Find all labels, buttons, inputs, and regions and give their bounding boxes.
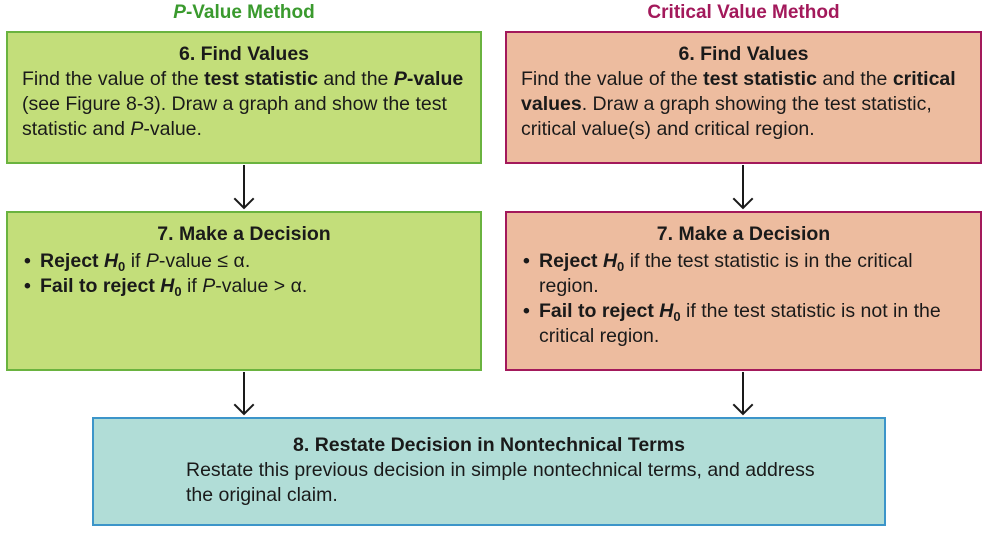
h0-subscript: 0 <box>174 284 182 299</box>
p-letter: P <box>202 275 216 297</box>
pvalue-step6-text: Find the value of the test statistic and… <box>22 67 466 142</box>
pvalue-find-values-box: 6. Find Values Find the value of the tes… <box>6 31 482 164</box>
heading-pvalue-suffix: -Value Method <box>185 2 315 23</box>
step8-title: 8. Restate Decision in Nontechnical Term… <box>293 434 685 456</box>
pvalue-step6-text-1: Find the value of the <box>22 68 205 90</box>
critical-step6-text-1: Find the value of the <box>521 68 704 90</box>
pvalue-step6-p-letter: P <box>393 68 407 90</box>
h0-subscript: 0 <box>617 259 625 274</box>
pvalue-step6-text-3: (see Figure 8-3). Draw a graph and show … <box>22 93 447 140</box>
pvalue-step6-text-2: and the <box>317 68 394 90</box>
if-word: if <box>125 250 146 272</box>
pvalue-method-heading: P-Value Method <box>6 2 482 24</box>
pvalue-make-decision-box: 7. Make a Decision Reject H0 if P-value … <box>6 211 482 371</box>
h0-symbol: H <box>602 250 618 272</box>
critical-decision-list: Reject H0 if the test statistic is in th… <box>521 249 966 349</box>
pvalue-step6-title: 6. Find Values <box>178 43 310 65</box>
step8-text: Restate this previous decision in simple… <box>186 459 815 506</box>
critical-step6-text-2: and the <box>816 68 893 90</box>
pvalue-step6-test-statistic: test statistic <box>204 68 318 90</box>
pvalue-decision-list: Reject H0 if P-value ≤ α. Fail to reject… <box>22 249 466 299</box>
critical-reject-condition: if the test statistic is in the critical… <box>539 250 913 297</box>
h0-symbol: H <box>659 300 674 322</box>
critical-step6-text-3: . Draw a graph showing the test statisti… <box>521 93 932 140</box>
critical-step6-title: 6. Find Values <box>678 43 809 65</box>
arrow-pvalue-7-to-8 <box>233 372 255 416</box>
fail-to-reject-label: Fail to reject <box>539 300 660 322</box>
pvalue-step6-text-4: -value. <box>143 118 202 140</box>
p-letter: P <box>145 250 159 272</box>
if-word: if <box>181 275 203 297</box>
critical-decision-reject: Reject H0 if the test statistic is in th… <box>521 249 966 299</box>
critical-value-method-heading: Critical Value Method <box>647 2 840 23</box>
h0-subscript: 0 <box>673 309 681 324</box>
arrow-pvalue-6-to-7 <box>233 165 255 210</box>
pvalue-step6-p-letter-2: P <box>130 118 144 140</box>
reject-label: Reject <box>40 250 104 272</box>
critical-step6-critical-values: critical values <box>521 68 956 115</box>
heading-p-letter: P <box>173 2 186 23</box>
arrow-critical-6-to-7 <box>732 165 754 210</box>
restate-decision-box: 8. Restate Decision in Nontechnical Term… <box>92 417 886 526</box>
pvalue-decision-fail-to-reject: Fail to reject H0 if P-value > α. <box>22 274 466 299</box>
critical-step6-test-statistic: test statistic <box>703 68 817 90</box>
critical-step7-title: 7. Make a Decision <box>656 223 831 245</box>
critical-decision-fail-to-reject: Fail to reject H0 if the test statistic … <box>521 299 966 349</box>
critical-fail-condition: if the test statistic is not in the crit… <box>539 300 941 347</box>
h0-symbol: H <box>103 250 119 272</box>
h0-symbol: H <box>160 275 175 297</box>
h0-subscript: 0 <box>118 259 126 274</box>
pvalue-decision-reject: Reject H0 if P-value ≤ α. <box>22 249 466 274</box>
pvalue-gt-alpha: -value > α. <box>215 275 308 297</box>
fail-to-reject-label: Fail to reject <box>40 275 161 297</box>
pvalue-step7-title: 7. Make a Decision <box>157 223 331 245</box>
critical-step6-text: Find the value of the test statistic and… <box>521 67 966 142</box>
pvalue-le-alpha: -value ≤ α. <box>158 250 251 272</box>
critical-find-values-box: 6. Find Values Find the value of the tes… <box>505 31 982 164</box>
reject-label: Reject <box>539 250 603 272</box>
arrow-critical-7-to-8 <box>732 372 754 416</box>
critical-make-decision-box: 7. Make a Decision Reject H0 if the test… <box>505 211 982 371</box>
pvalue-step6-pvalue-bold: -value <box>406 68 464 90</box>
